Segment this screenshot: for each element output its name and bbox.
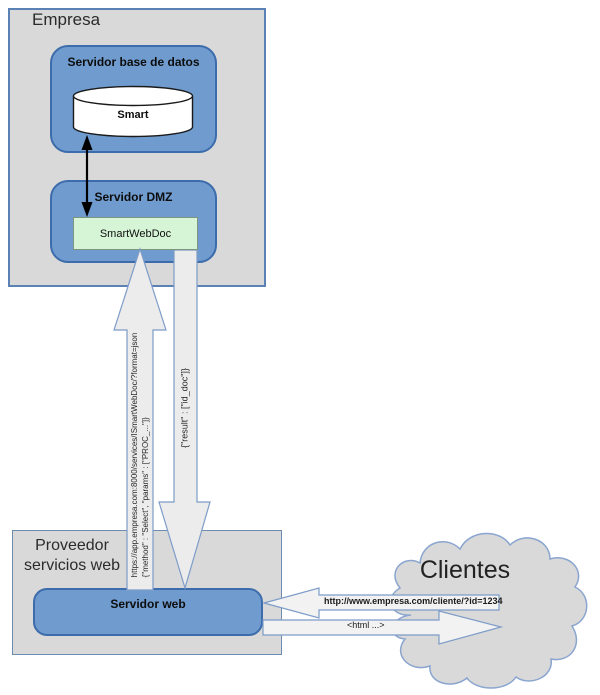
clientes-label: Clientes (419, 556, 511, 584)
clientes-cloud-shape (390, 532, 588, 689)
database-cylinder: Smart (72, 85, 194, 138)
db-server-label: Servidor base de datos (67, 55, 200, 69)
ws-request-url: https://app.empresa.com:8000/services/IS… (130, 332, 139, 578)
ws-request-text: https://app.empresa.com:8000/services/IS… (129, 333, 151, 578)
ws-response-arrow-shape (158, 250, 211, 590)
database-cylinder-body (72, 96, 194, 138)
database-label: Smart (117, 109, 149, 121)
client-response-arrow-shape (262, 610, 504, 645)
ws-response-text: {"result" : ["id_doc"]} (179, 368, 190, 448)
ws-response-arrow (158, 250, 211, 590)
smartwebdoc-label: SmartWebDoc (99, 227, 172, 240)
servidor-web-label: Servidor web (110, 597, 186, 611)
dmz-label: Servidor DMZ (94, 190, 173, 204)
client-request-label: http://www.empresa.com/cliente/?id=1234 (324, 596, 503, 606)
ws-request-body: {"method" : "Select", "params" : ["PROC_… (141, 417, 150, 578)
client-request-arrow (262, 587, 500, 619)
client-response-label: <html ...> (347, 620, 385, 630)
client-request-arrow-shape (262, 587, 500, 619)
servidor-web-box: Servidor web (33, 588, 263, 636)
client-response-arrow (262, 610, 504, 645)
db-dmz-arrowhead-up-icon (81, 135, 93, 150)
database-cylinder-top (72, 85, 194, 107)
db-dmz-arrowhead-down-icon (81, 202, 93, 217)
proveedor-label: Proveedor servicios web (23, 537, 121, 574)
ws-request-arrow (113, 247, 167, 591)
empresa-label: Empresa (32, 10, 101, 29)
smartwebdoc-box: SmartWebDoc (73, 217, 198, 250)
db-dmz-double-arrow (81, 135, 93, 217)
ws-request-arrow-shape (113, 247, 167, 591)
clientes-cloud (390, 532, 588, 689)
